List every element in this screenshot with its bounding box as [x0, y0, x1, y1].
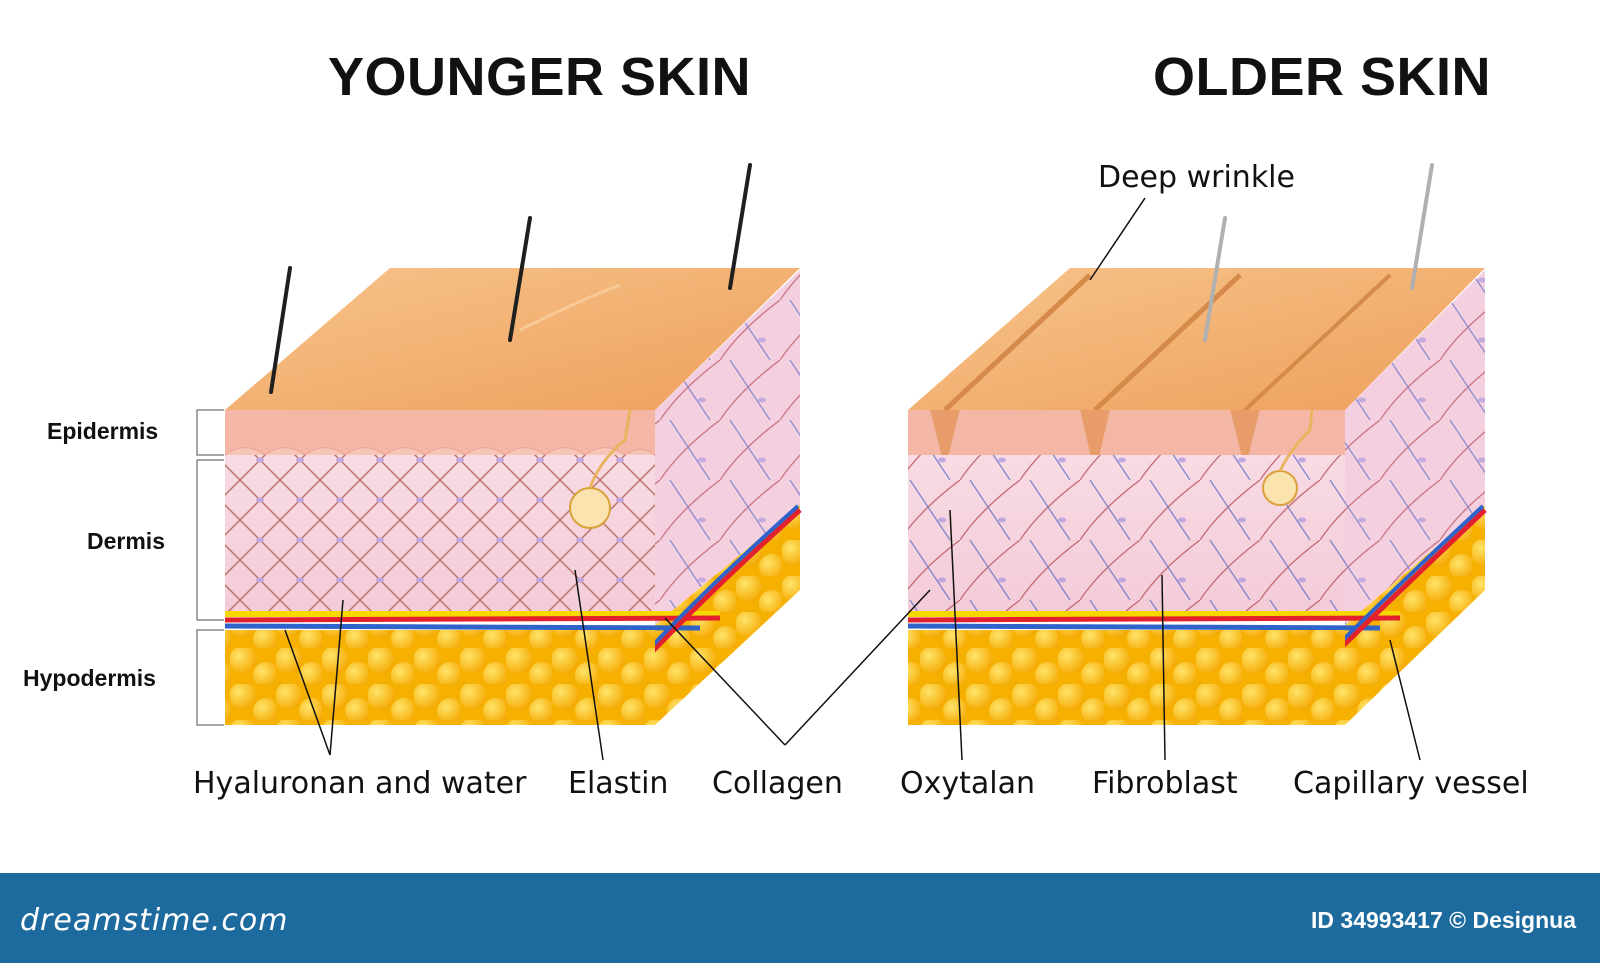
older-hypodermis	[908, 630, 1345, 725]
brand-logo: dreamstime.com	[20, 903, 289, 938]
footer-bar: dreamstime.com ID 34993417 © Designua	[0, 873, 1600, 963]
capillary-vessel-label: Capillary vessel	[1293, 766, 1529, 801]
fibroblast-label: Fibroblast	[1092, 766, 1238, 801]
layer-brackets	[196, 409, 224, 726]
skin-comparison-diagram	[196, 163, 1487, 761]
younger-skin-block	[224, 163, 802, 725]
younger-side-collagen	[655, 270, 800, 625]
younger-hair	[269, 266, 292, 394]
older-skin-title: OLDER SKIN	[1153, 47, 1492, 107]
older-top-surface	[908, 268, 1485, 410]
image-id: ID 34993417 © Designua	[1311, 907, 1576, 933]
younger-side-fat	[655, 505, 800, 725]
younger-hair	[728, 163, 752, 290]
hypodermis-label: Hypodermis	[23, 665, 156, 691]
younger-sweat-gland	[569, 487, 611, 529]
younger-hypodermis	[225, 630, 655, 725]
younger-top-surface	[225, 268, 800, 410]
older-hair	[1203, 216, 1227, 342]
collagen-label: Collagen	[712, 766, 843, 801]
dermis-label: Dermis	[87, 528, 165, 554]
older-epidermis	[908, 410, 1345, 475]
older-hair	[1410, 163, 1434, 290]
older-side-fat	[1345, 505, 1485, 725]
elastin-label: Elastin	[568, 766, 669, 801]
older-skin-block	[907, 163, 1487, 725]
younger-hair	[508, 216, 532, 342]
oxytalan-label: Oxytalan	[900, 766, 1035, 801]
deep-wrinkle-label: Deep wrinkle	[1098, 160, 1295, 195]
leader-lines	[284, 197, 1421, 761]
epidermis-label: Epidermis	[47, 418, 159, 444]
deep-wrinkle-groove	[943, 273, 1092, 412]
older-sweat-gland	[1262, 470, 1298, 506]
younger-skin-title: YOUNGER SKIN	[328, 47, 752, 107]
hyaluronan-label: Hyaluronan and water	[193, 766, 527, 801]
